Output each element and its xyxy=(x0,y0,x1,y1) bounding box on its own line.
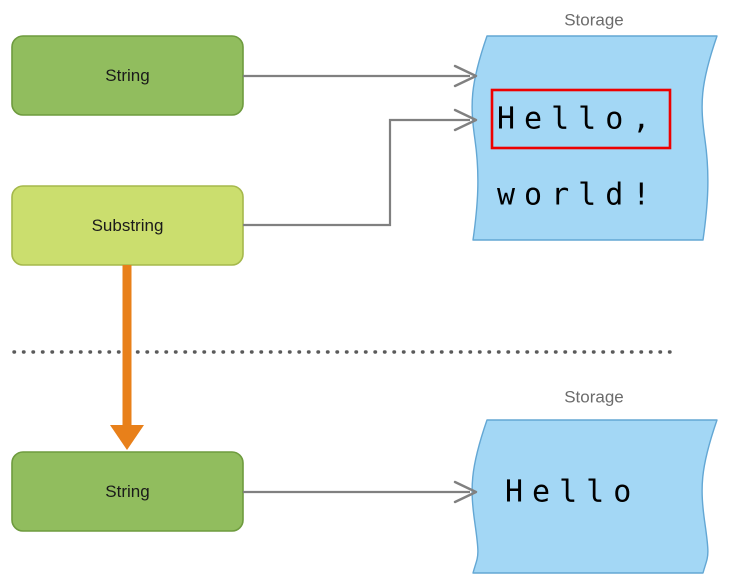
connector-substring-to-storage xyxy=(243,108,478,227)
connector-string-top-to-storage xyxy=(243,64,478,88)
storage-top-line1: Hello, xyxy=(497,102,659,137)
substring-box[interactable]: Substring xyxy=(11,185,244,266)
string-bottom-label: String xyxy=(105,482,149,501)
substring-highlight-rect xyxy=(490,88,672,150)
storage-top-shape xyxy=(471,35,718,241)
storage-bottom-caption: Storage xyxy=(564,387,624,406)
string-top-label: String xyxy=(105,66,149,85)
string-top-box[interactable]: String xyxy=(11,35,244,116)
storage-bottom-line1: Hello xyxy=(505,475,640,510)
copy-arrow-substring-to-string xyxy=(110,265,144,450)
arrowhead-icon xyxy=(453,480,478,504)
substring-label: Substring xyxy=(92,216,164,235)
storage-top-caption: Storage xyxy=(564,10,624,29)
connector-string-bottom-to-storage xyxy=(243,480,478,504)
string-bottom-box[interactable]: String xyxy=(11,451,244,532)
arrowhead-icon xyxy=(453,108,478,132)
arrowhead-icon xyxy=(453,64,478,88)
storage-top-line2: world! xyxy=(497,178,659,213)
